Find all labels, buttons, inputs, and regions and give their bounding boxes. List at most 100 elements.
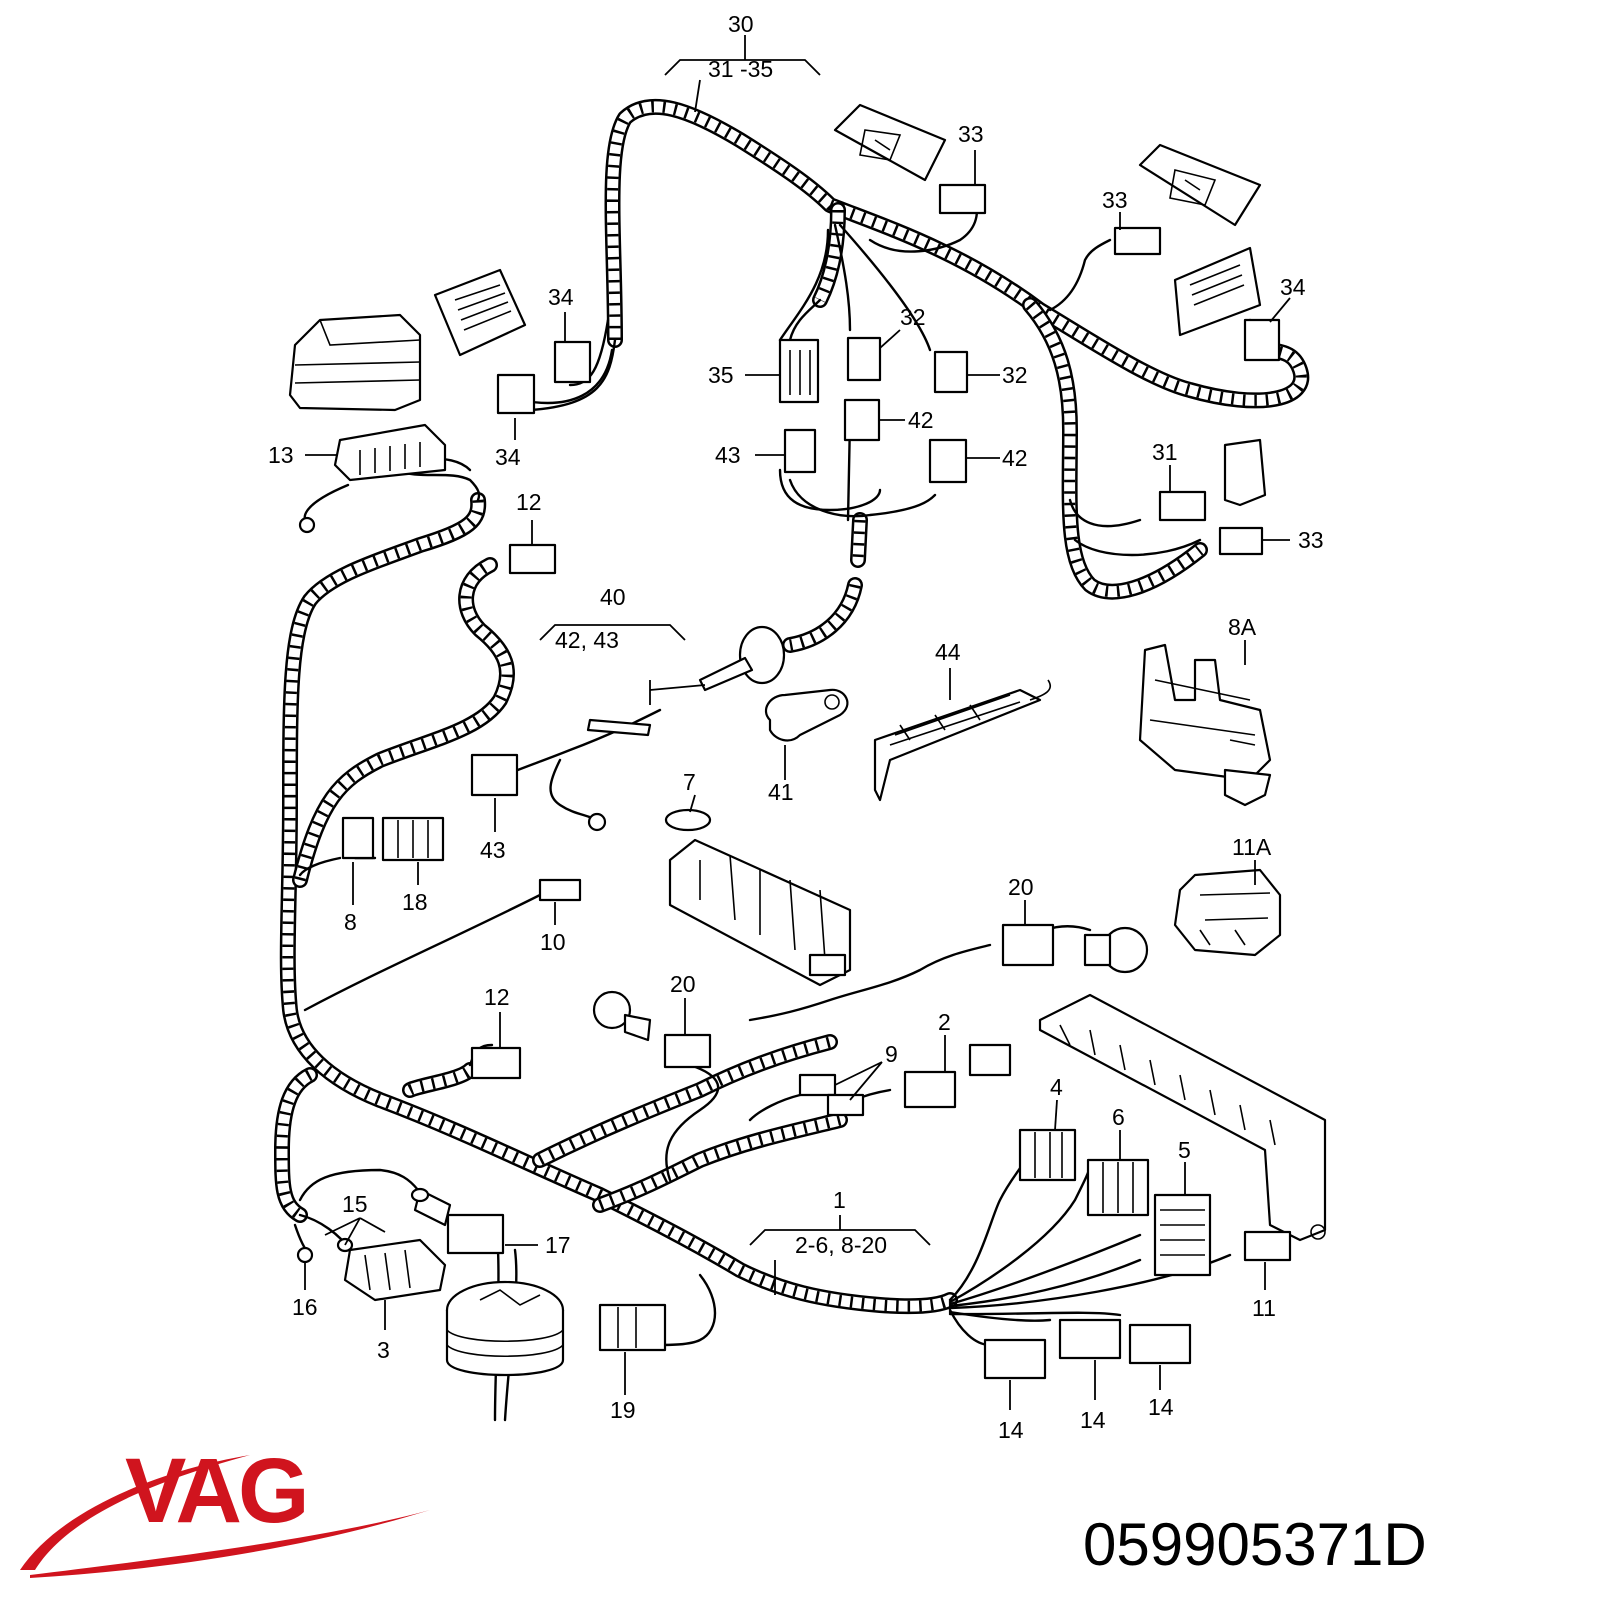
license-light-left [433,268,527,357]
mount-strip-40 [586,718,652,737]
connector-31-housing [1223,438,1267,507]
callout-4: 4 [1050,1074,1063,1100]
connector-14c [1128,1323,1192,1365]
grommet [738,625,786,685]
connector-34-left [553,340,592,384]
callout-43-upper: 43 [715,442,741,468]
callout-32-left: 32 [900,304,926,330]
callout-12-lower: 12 [484,984,510,1010]
callout-9: 9 [885,1041,898,1067]
thin-wires [293,198,1272,1422]
components [288,103,1327,1380]
callout-18: 18 [402,889,428,915]
callout-10: 10 [540,929,566,955]
callout-14-right: 14 [1148,1394,1174,1420]
callout-12-upper: 12 [516,489,542,515]
harness-trunks [274,98,1310,1315]
callout-34-right: 34 [1280,274,1306,300]
control-unit-box [1038,993,1327,1242]
callout-2-6-8-20: 2-6, 8-20 [795,1232,887,1258]
callout-33-top: 33 [958,121,984,147]
grommet-sleeve [698,656,754,692]
sensor-20-right [1001,923,1149,974]
brand-swoosh [20,1455,250,1570]
connector-2b [968,1043,1012,1077]
connector-12-lower [470,1046,522,1080]
callout-42-upper: 42 [908,407,934,433]
part-number: 059905371D [1083,1511,1427,1578]
plug-15 [410,1187,430,1203]
callout-41: 41 [768,779,794,805]
holder-assembly-7 [664,808,852,987]
tail-light-left [288,313,422,412]
round-housing [445,1280,565,1377]
connector-9a [798,1073,837,1097]
cable-channel-44 [873,679,1052,802]
callout-17: 17 [545,1232,571,1258]
connector-33-upper-right [1113,226,1162,256]
connector-31 [1158,490,1207,522]
upper-harness [604,98,1310,653]
callout-31-35: 31 -35 [708,56,773,82]
callout-2: 2 [938,1009,951,1035]
sensor-20-left [592,990,712,1069]
brand-swoosh-tail [30,1510,430,1578]
callout-32-right: 32 [1002,362,1028,388]
connector-9b [826,1093,865,1117]
connector-2a [903,1070,957,1109]
connector-42-upper [843,398,881,442]
license-light-right [1173,246,1262,337]
connector-11 [1243,1230,1292,1262]
callout-42-lower: 42 [1002,445,1028,471]
callout-31: 31 [1152,439,1178,465]
callout-14-left: 14 [998,1417,1024,1443]
callout-8: 8 [344,909,357,935]
callout-30: 30 [728,11,754,37]
connector-35 [778,338,820,404]
terminal-16 [296,1246,314,1264]
connector-34-right [1243,318,1281,362]
callout-34-lower: 34 [495,444,521,470]
clip-41 [764,688,849,742]
connector-42-lower [928,438,968,484]
connector-14b [1058,1318,1122,1360]
callout-8A: 8A [1228,614,1257,640]
connector-8 [341,816,375,860]
callout-13: 13 [268,442,294,468]
callout-42-43: 42, 43 [555,627,619,653]
callout-14-middle: 14 [1080,1407,1106,1433]
connector-14a [983,1338,1047,1380]
connector-12-upper [508,543,557,575]
ring-terminal-13 [298,516,316,534]
callout-11A: 11A [1232,834,1272,860]
lamp-housing-top-right [1138,143,1262,227]
callout-1: 1 [833,1187,846,1213]
connector-43-upper [783,428,817,474]
callout-44: 44 [935,639,961,665]
connector-17 [446,1213,505,1255]
connector-34-lower [496,373,536,415]
bracket-8A [1138,643,1272,807]
callout-34-left: 34 [548,284,574,310]
callout-labels: 30 31 -35 33 33 34 34 34 35 32 32 42 42 … [268,11,1324,1443]
callout-11: 11 [1252,1295,1276,1321]
callout-5: 5 [1178,1137,1191,1163]
connector-5 [1153,1193,1212,1277]
connector-43-lower [470,753,519,797]
connector-32-left [846,336,882,382]
lamp-housing-top-left [833,103,947,182]
callout-3: 3 [377,1337,390,1363]
leader-lines [304,35,1291,1410]
connector-3 [343,1238,447,1302]
callout-33-upper-right: 33 [1102,187,1128,213]
callout-20-right: 20 [1008,874,1034,900]
callout-6: 6 [1112,1104,1125,1130]
callout-16: 16 [292,1294,318,1320]
connector-4 [1018,1128,1077,1182]
callout-15: 15 [342,1191,368,1217]
connector-33-right [1218,526,1264,556]
relay-holder-11A [1173,868,1282,957]
callout-20-left: 20 [670,971,696,997]
callout-33-right: 33 [1298,527,1324,553]
